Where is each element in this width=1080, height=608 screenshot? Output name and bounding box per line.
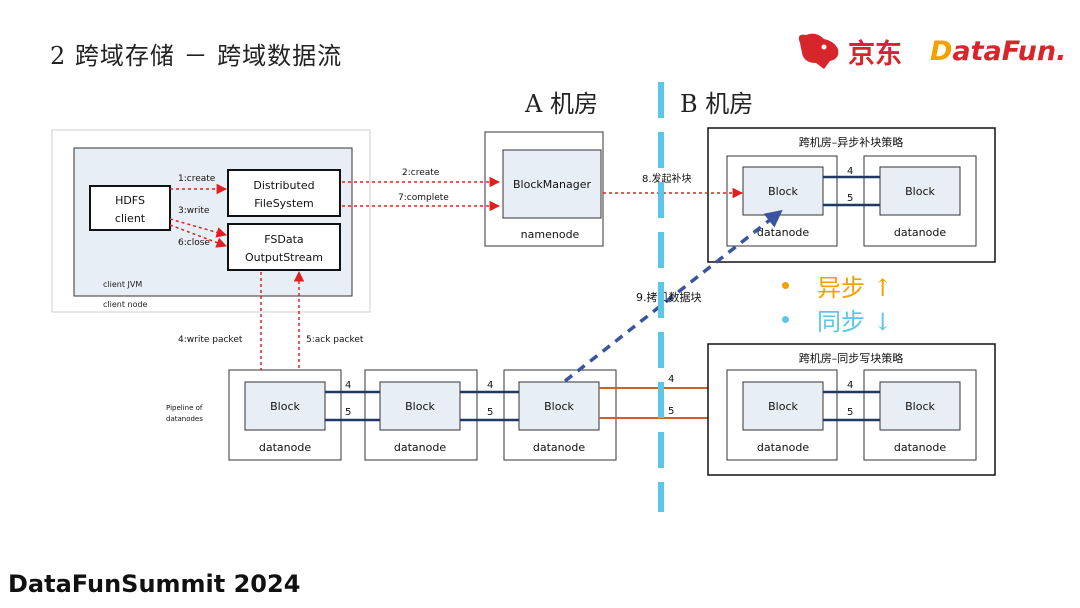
create2-label: 2:create [402, 168, 440, 178]
write-packet-label: 4:write packet [178, 335, 243, 345]
datanode-label: datanode [394, 441, 446, 454]
num-label: 4 [345, 380, 351, 391]
block-label: Block [405, 400, 435, 413]
copy-block-label: 9.拷贝数据块 [636, 290, 702, 304]
block-box [518, 381, 600, 431]
datafun-logo-d: D [930, 35, 953, 67]
block-box [879, 166, 961, 216]
output-stream-line1: FSData [264, 233, 303, 246]
close-label: 6:close [178, 238, 210, 248]
datanode-label: datanode [757, 441, 809, 454]
num-label: 5 [345, 407, 351, 418]
async-datanode-2: Block datanode [863, 155, 977, 247]
create-label: 1:create [178, 174, 216, 184]
distributed-filesystem-line2: FileSystem [254, 197, 313, 210]
client-jvm-label: client JVM [103, 280, 142, 289]
datanode-label: datanode [894, 441, 946, 454]
legend-async-label: 异步 ↑ [817, 274, 893, 302]
num-label: 4 [847, 380, 853, 391]
num-label: 4 [847, 166, 853, 177]
datafun-logo-text: DataFun. [930, 36, 1066, 67]
datafun-logo: DataFun. [930, 26, 1066, 76]
block-box [742, 381, 824, 431]
num-label: 5 [487, 407, 493, 418]
legend-async-bullet [782, 282, 789, 289]
block-box [244, 381, 326, 431]
hdfs-client-line2: client [115, 212, 146, 225]
room-a-label: A 机房 [525, 90, 598, 118]
block-label: Block [905, 185, 935, 198]
legend-sync-bullet [782, 316, 789, 323]
ack-packet-label: 5:ack packet [306, 335, 364, 345]
datanode-label: datanode [259, 441, 311, 454]
async-datanode-1: Block datanode [726, 155, 838, 247]
block-label: Block [768, 185, 798, 198]
hdfs-client-box [89, 185, 171, 231]
write-arrow [169, 218, 228, 238]
pipeline-datanode-1: Block datanode [228, 369, 342, 461]
datanode-label: datanode [894, 226, 946, 239]
pipeline-label-line1: Pipeline of [166, 404, 203, 412]
write-label: 3:write [178, 206, 210, 216]
output-stream-line2: OutputStream [245, 251, 323, 264]
block-label: Block [768, 400, 798, 413]
sync-datanode-2: Block datanode [863, 369, 977, 461]
num-label: 5 [668, 406, 674, 417]
complete7-label: 7:complete [398, 193, 449, 203]
block-manager-label: BlockManager [513, 178, 591, 191]
output-stream-box [227, 223, 341, 271]
footer-brand: DataFunSummit 2024 [8, 570, 301, 598]
block-box [379, 381, 461, 431]
block-label: Block [544, 400, 574, 413]
copy-block-arrow [563, 209, 783, 383]
block-box [879, 381, 961, 431]
datanode-label: datanode [533, 441, 585, 454]
namenode-label: namenode [521, 228, 580, 241]
num-label: 4 [487, 380, 493, 391]
legend-sync-label: 同步 ↓ [817, 308, 893, 336]
distributed-filesystem-box [227, 169, 341, 217]
num-label: 4 [668, 374, 674, 385]
pipeline-datanode-2: Block datanode [364, 369, 478, 461]
close-arrow [169, 224, 227, 248]
jd-logo: 京东 [794, 26, 902, 76]
pipeline-label-line2: datanodes [166, 415, 203, 423]
datanode-label: datanode [757, 226, 809, 239]
async-policy-title: 跨机房–异步补块策略 [799, 135, 904, 149]
sync-datanode-1: Block datanode [726, 369, 838, 461]
jd-dog-icon [798, 33, 839, 69]
legend-async: 异步 ↑ [782, 268, 893, 303]
client-node-label: client node [103, 300, 148, 309]
distributed-filesystem-line1: Distributed [253, 179, 314, 192]
block-manager-box [502, 149, 602, 219]
replenish-label: 8.发起补块 [642, 172, 692, 185]
page-title: 2 跨域存储 － 跨域数据流 [50, 42, 343, 70]
block-label: Block [905, 400, 935, 413]
block-label: Block [270, 400, 300, 413]
datafun-logo-rest: ataFun. [952, 35, 1067, 67]
pipeline-datanode-3: Block datanode [503, 369, 617, 461]
hdfs-client-line1: HDFS [115, 194, 145, 207]
jd-logo-text: 京东 [848, 38, 902, 70]
block-box [742, 166, 824, 216]
legend-sync: 同步 ↓ [782, 302, 893, 337]
num-label: 5 [847, 407, 853, 418]
num-label: 5 [847, 193, 853, 204]
sync-policy-title: 跨机房–同步写块策略 [799, 351, 904, 365]
room-b-label: B 机房 [680, 90, 754, 118]
